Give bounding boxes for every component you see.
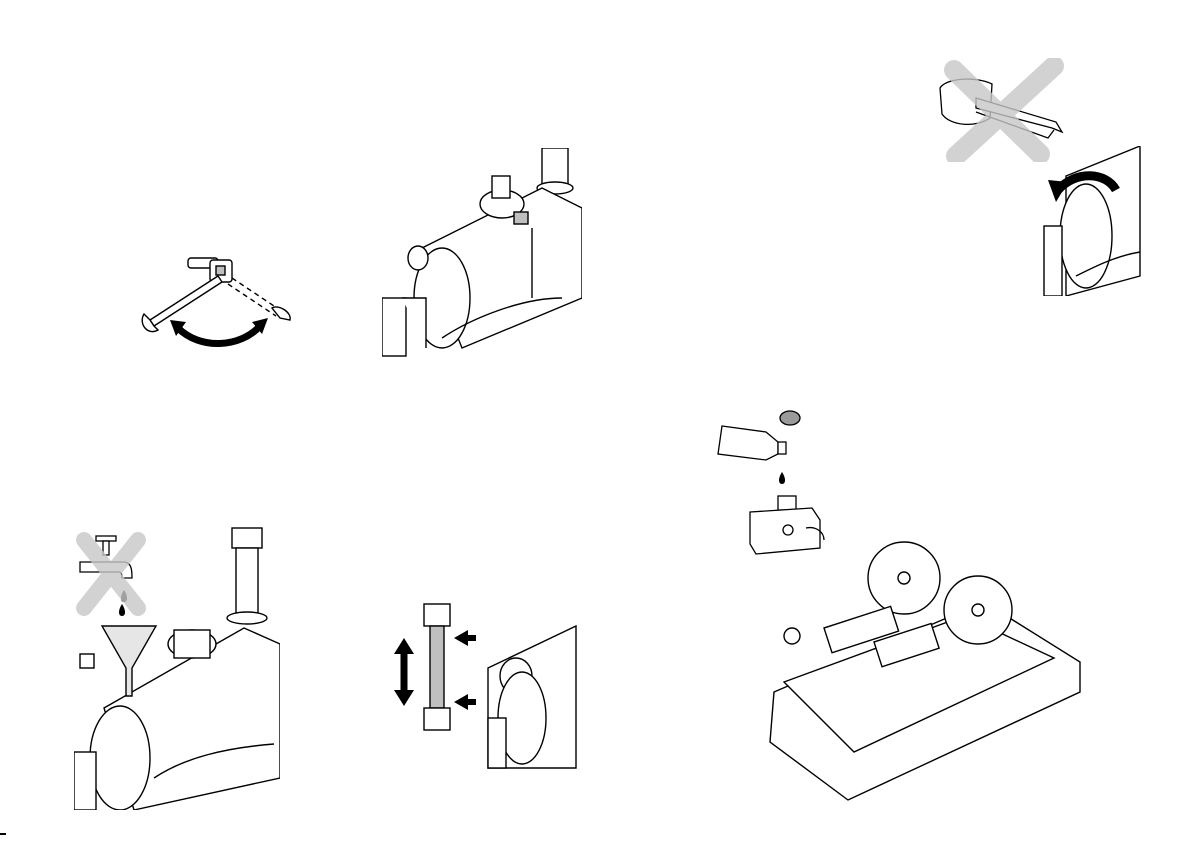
wrench-valve-figure	[140, 250, 300, 350]
rotate-arrow-icon	[1036, 146, 1146, 296]
boiler-icon	[382, 148, 582, 360]
sight-glass-figure	[392, 598, 580, 770]
page-edge-mark	[0, 833, 6, 835]
sight-glass-icon	[392, 598, 580, 770]
steam-engine-base-figure	[764, 532, 1090, 832]
boiler-funnel-fill-figure	[74, 518, 280, 810]
funnel-icon	[74, 518, 280, 810]
boiler-rotate-arrow-figure	[1036, 146, 1146, 296]
boiler-safety-valve-figure	[382, 148, 582, 360]
wrench-icon	[140, 250, 300, 350]
steam-engine-icon	[764, 532, 1090, 832]
